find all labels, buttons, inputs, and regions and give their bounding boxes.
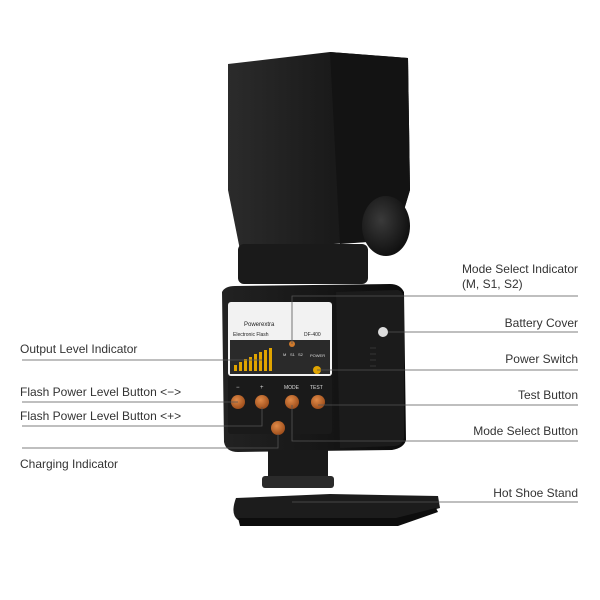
battery-cover-latch: [378, 327, 388, 337]
mode-label-s1: S1: [290, 352, 296, 357]
button-label-test: TEST: [310, 385, 323, 391]
callout-charging-indicator: Charging Indicator: [20, 457, 119, 471]
control-panel: [228, 302, 332, 435]
mode-label-m: M: [283, 352, 286, 357]
product-model: DF-400: [304, 332, 321, 338]
leader-lines-left: [22, 359, 279, 449]
callout-flash-power-minus: Flash Power Level Button <−>: [20, 385, 182, 399]
callout-mode-select-indicator: Mode Select Indicator (M, S1, S2): [462, 262, 578, 292]
callout-mode-select-indicator-line2: (M, S1, S2): [461, 277, 523, 291]
callout-flash-power-plus: Flash Power Level Button <+>: [20, 409, 182, 423]
button-label-plus: +: [260, 385, 264, 391]
power-label: POWER: [310, 353, 325, 358]
mode-label-s2: S2: [298, 352, 304, 357]
callout-battery-cover: Battery Cover: [504, 316, 578, 330]
hot-shoe-stand: [233, 450, 440, 526]
test-button: [311, 395, 325, 409]
callout-mode-select-button: Mode Select Button: [473, 424, 578, 438]
callout-test-button: Test Button: [517, 388, 578, 402]
leader-lines-right: [291, 295, 578, 503]
button-label-minus: −: [236, 385, 240, 391]
callout-mode-select-indicator-line1: Mode Select Indicator: [461, 262, 578, 276]
charging-indicator-lamp: [271, 421, 285, 435]
callout-power-switch: Power Switch: [505, 352, 578, 366]
output-level-bars: [234, 348, 272, 371]
flash-head: [228, 52, 410, 284]
mode-button: [285, 395, 299, 409]
battery-cover: [336, 290, 404, 448]
callout-hot-shoe-stand: Hot Shoe Stand: [493, 486, 578, 500]
swivel-knob: [362, 196, 410, 256]
product-brand: Powerextra: [244, 322, 275, 328]
product-panel-title: Electronic Flash: [233, 332, 269, 338]
callout-output-level-indicator: Output Level Indicator: [20, 342, 138, 356]
button-label-mode: MODE: [284, 385, 300, 391]
plus-button: [255, 395, 269, 409]
